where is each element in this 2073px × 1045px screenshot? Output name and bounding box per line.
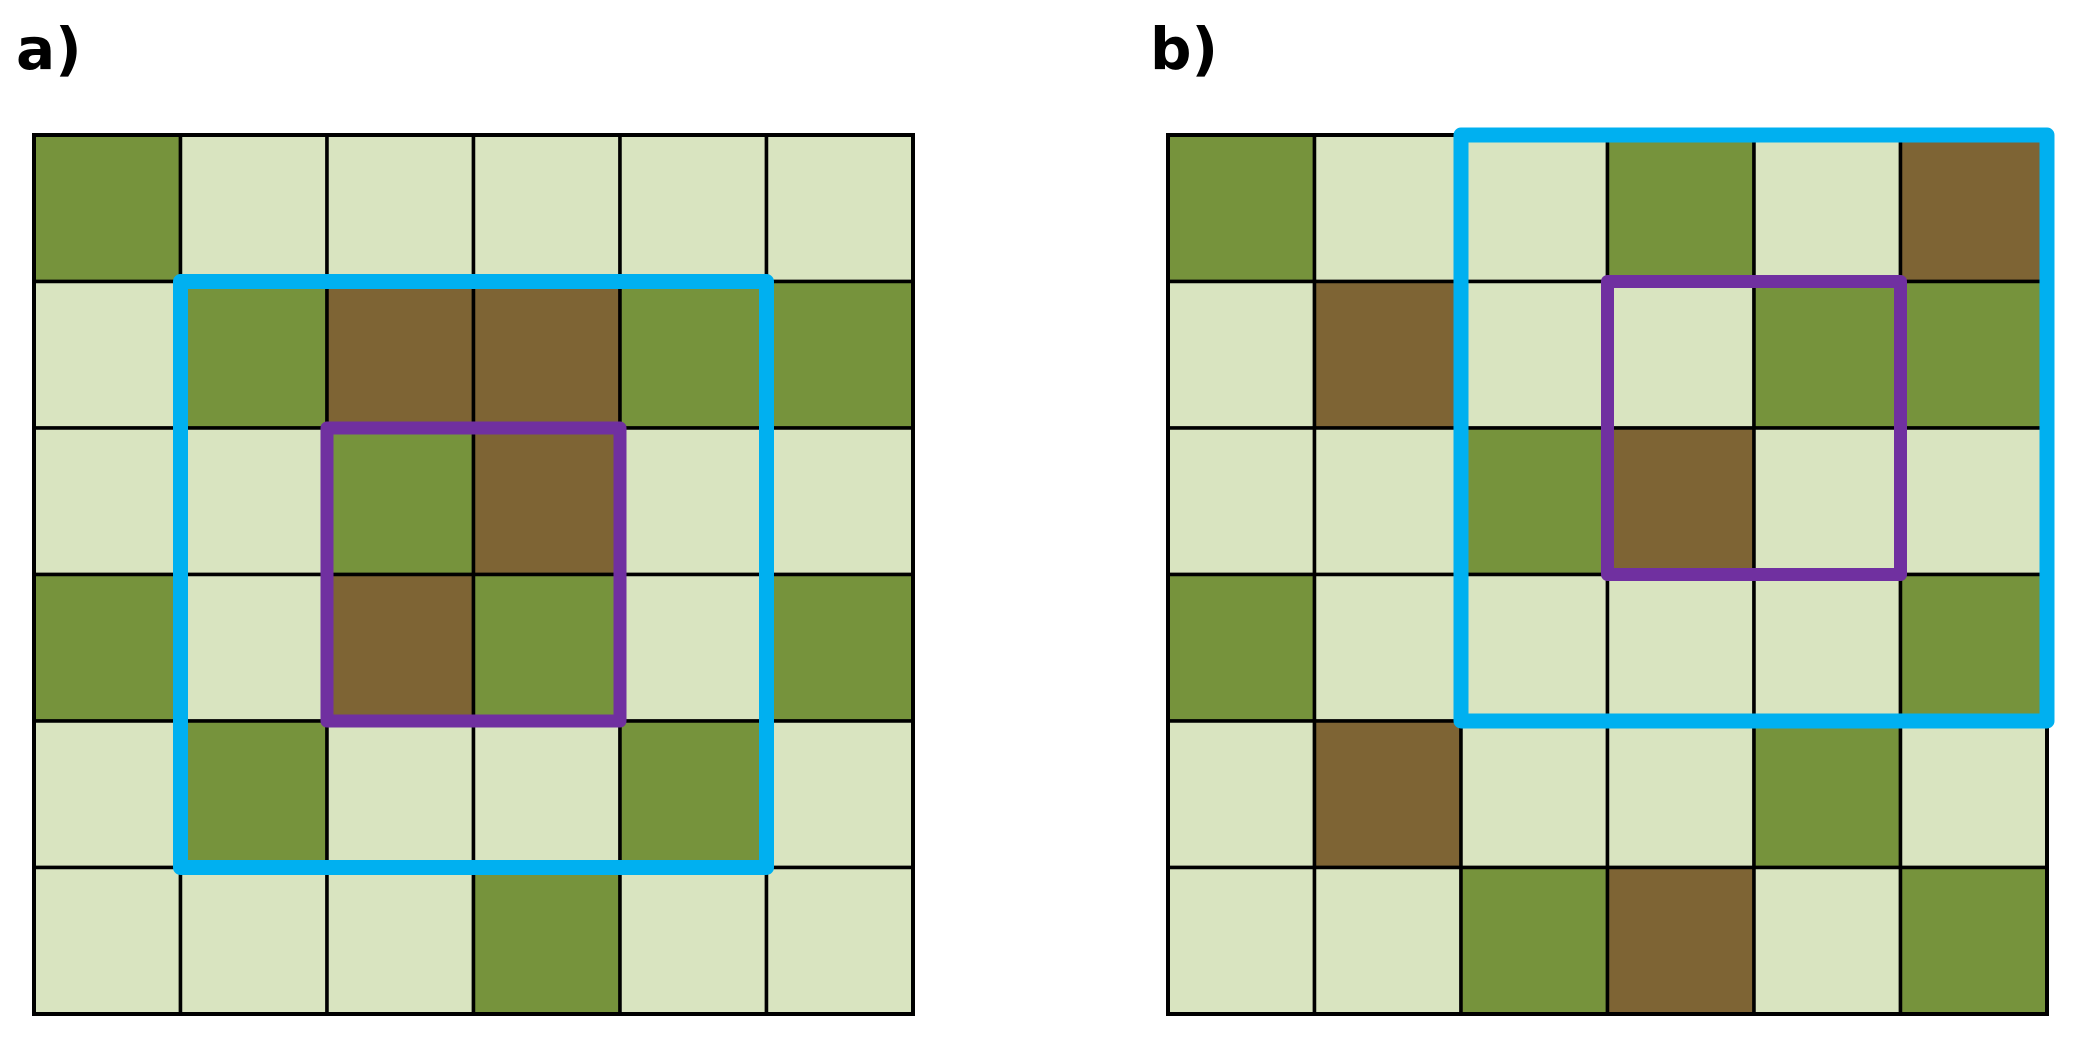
grid-cell	[1752, 426, 1903, 577]
grid-cell	[1166, 279, 1317, 430]
grid-cell	[32, 426, 183, 577]
grid-cell	[1312, 133, 1463, 284]
grid-cell	[1312, 572, 1463, 723]
grid-cell	[471, 133, 622, 284]
grid-cell	[325, 426, 476, 577]
grid-cell	[1605, 279, 1756, 430]
grid-cell	[325, 572, 476, 723]
grid-cell	[618, 719, 769, 870]
outer-window-box	[173, 274, 774, 875]
grid-cell	[32, 133, 183, 284]
grid-cell	[325, 865, 476, 1016]
grid-cell	[1459, 279, 1610, 430]
grid-cell	[618, 572, 769, 723]
grid-cell	[1459, 133, 1610, 284]
grid-cell	[178, 865, 329, 1016]
grid-cell	[618, 426, 769, 577]
panel-b-grid	[1166, 127, 2055, 1016]
grid-cell	[1898, 865, 2049, 1016]
grid-cell	[178, 572, 329, 723]
grid-cell	[1752, 719, 1903, 870]
grid-cell	[1312, 865, 1463, 1016]
panel-a-label: a)	[16, 15, 82, 83]
grid-cell	[1605, 426, 1756, 577]
grid-cell	[178, 426, 329, 577]
grid-cell	[1605, 572, 1756, 723]
grid-cell	[1898, 279, 2049, 430]
grid-cell	[1459, 865, 1610, 1016]
grid-cell	[1605, 719, 1756, 870]
inner-window-box	[320, 421, 627, 728]
grid-cell	[471, 572, 622, 723]
grid-cell	[764, 426, 915, 577]
grid-cell	[764, 279, 915, 430]
grid-cell	[1752, 865, 1903, 1016]
grid-cell	[32, 572, 183, 723]
grid-cell	[1605, 865, 1756, 1016]
grid-cell	[1166, 133, 1317, 284]
grid-cell	[764, 719, 915, 870]
grid-cell	[325, 133, 476, 284]
grid-cell	[1752, 279, 1903, 430]
grid-cell	[32, 865, 183, 1016]
grid-cell	[1166, 865, 1317, 1016]
grid-cell	[1459, 719, 1610, 870]
grid-cell	[618, 279, 769, 430]
grid-cell	[1166, 719, 1317, 870]
panel-a-grid	[32, 133, 915, 1016]
grid-cell	[618, 865, 769, 1016]
grid-cell	[325, 719, 476, 870]
grid-cell	[1312, 279, 1463, 430]
grid-cell	[764, 133, 915, 284]
grid-cell	[1898, 719, 2049, 870]
panel-b-label: b)	[1150, 15, 1219, 83]
grid-cell	[1166, 572, 1317, 723]
grid-cell	[764, 572, 915, 723]
grid-cell	[1898, 426, 2049, 577]
grid-cell	[1605, 133, 1756, 284]
grid-cell	[1166, 426, 1317, 577]
grid-cell	[764, 865, 915, 1016]
grid-cell	[178, 133, 329, 284]
grid-cell	[471, 719, 622, 870]
grid-cell	[1459, 426, 1610, 577]
grid-cell	[325, 279, 476, 430]
grid-cell	[32, 279, 183, 430]
outer-window-box	[1453, 127, 2055, 729]
grid-cell	[178, 279, 329, 430]
grid-cell	[471, 279, 622, 430]
grid-cell	[1752, 133, 1903, 284]
grid-cell	[1459, 572, 1610, 723]
grid-cell	[1312, 719, 1463, 870]
inner-window-box	[1601, 275, 1907, 581]
grid-cell	[471, 426, 622, 577]
grid-cell	[1898, 572, 2049, 723]
grid-cell	[471, 865, 622, 1016]
grid-cell	[1312, 426, 1463, 577]
grid-border	[32, 133, 915, 1016]
grid-cell	[1752, 572, 1903, 723]
grid-cell	[32, 719, 183, 870]
grid-cell	[178, 719, 329, 870]
grid-cell	[1898, 133, 2049, 284]
grid-cell	[618, 133, 769, 284]
